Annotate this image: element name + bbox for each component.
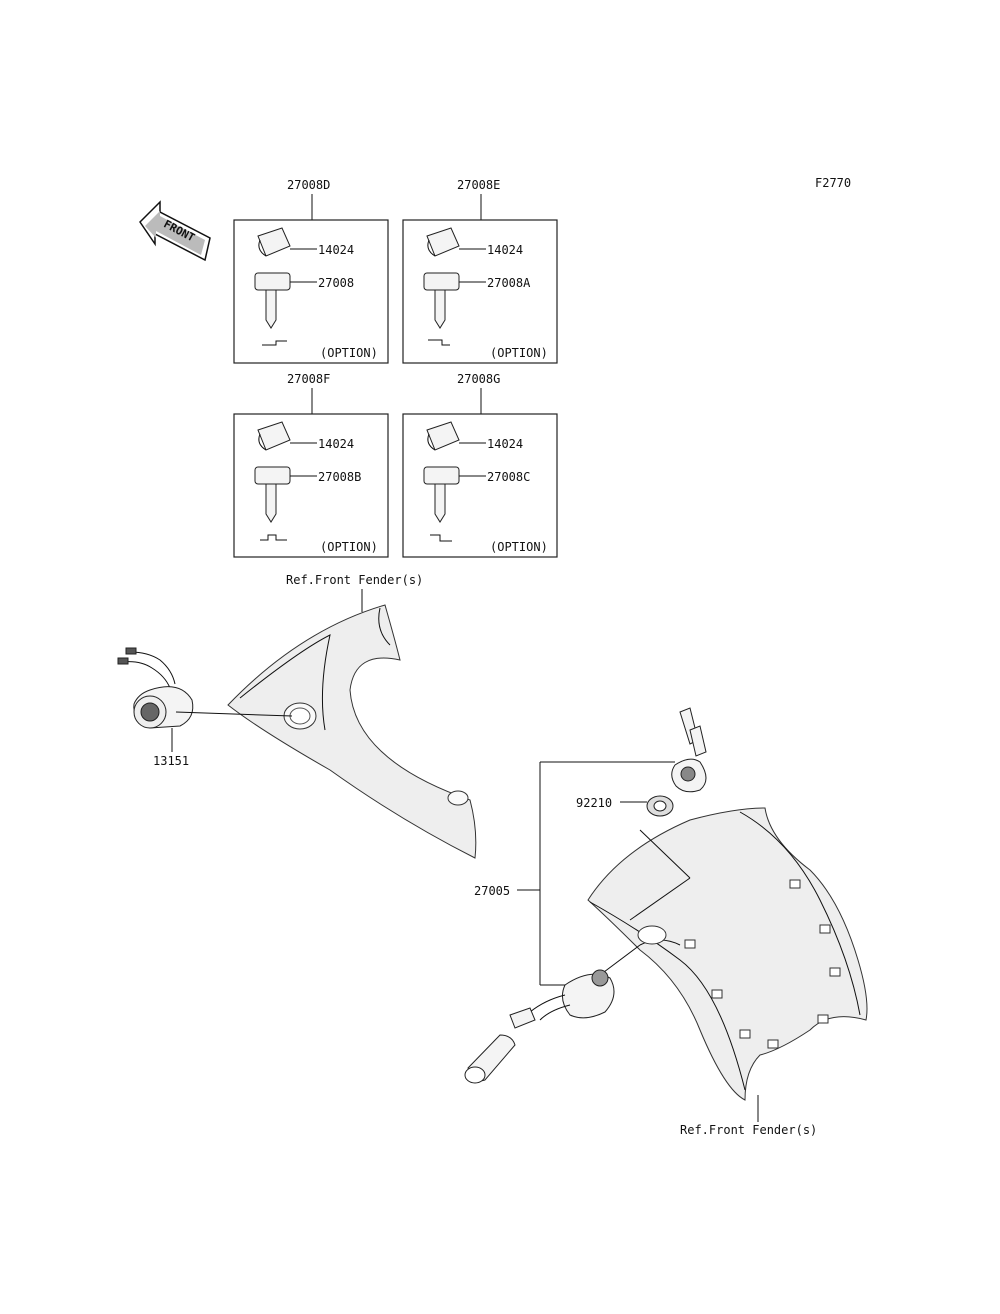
key-icon	[254, 466, 291, 485]
cap-part: 14024	[487, 243, 523, 257]
nut-92210	[620, 795, 674, 817]
cap-part: 14024	[487, 437, 523, 451]
kit-number: 27008G	[457, 372, 500, 386]
kit-27008D: 27008D 14024 27008 (OPTION)	[233, 178, 389, 364]
key-cap-icon	[426, 227, 460, 257]
front-arrow-icon: FRONT	[139, 200, 211, 262]
key-icon	[423, 272, 460, 291]
ignition-switch-body	[464, 969, 615, 1084]
key-part: 27008	[318, 276, 354, 290]
key-and-cylinder	[671, 707, 707, 793]
key-cap-icon	[426, 421, 460, 451]
kit-box	[402, 413, 558, 558]
option-note: (OPTION)	[490, 540, 548, 554]
key-part: 27008C	[487, 470, 530, 484]
key-cut-icon	[430, 534, 452, 542]
key-part: 27008A	[487, 276, 531, 290]
key-part: 27008B	[318, 470, 361, 484]
assembly-bracket	[517, 761, 675, 986]
key-cut-icon	[260, 534, 287, 541]
assembly-part: 27005	[474, 884, 510, 898]
kit-number: 27008E	[457, 178, 500, 192]
kit-number: 27008D	[287, 178, 330, 192]
ref-front-fender-bottom: Ref.Front Fender(s)	[680, 1123, 817, 1137]
kit-box	[233, 413, 389, 558]
front-fender-front	[587, 807, 868, 1101]
option-note: (OPTION)	[490, 346, 548, 360]
option-note: (OPTION)	[320, 346, 378, 360]
figure-code: F2770	[815, 176, 851, 190]
key-icon	[423, 466, 460, 485]
ref-front-fender-top: Ref.Front Fender(s)	[286, 573, 423, 587]
nut-part: 92210	[576, 796, 612, 810]
kit-number: 27008F	[287, 372, 330, 386]
kit-27008E: 27008E 14024 27008A (OPTION)	[402, 178, 558, 364]
cap-part: 14024	[318, 243, 354, 257]
front-fender-side-panel	[227, 604, 477, 859]
key-icon	[254, 272, 291, 291]
switch-part: 13151	[153, 754, 189, 768]
key-cap-icon	[257, 227, 291, 257]
ignition-switch-13151	[117, 647, 293, 752]
kit-box	[402, 219, 558, 364]
kit-27008F: 27008F 14024 27008B (OPTION)	[233, 372, 389, 558]
kit-box	[233, 219, 389, 364]
option-note: (OPTION)	[320, 540, 378, 554]
key-cap-icon	[257, 421, 291, 451]
key-cut-icon	[262, 340, 287, 346]
kit-27008G: 27008G 14024 27008C (OPTION)	[402, 372, 558, 558]
cap-part: 14024	[318, 437, 354, 451]
key-cut-icon	[428, 339, 450, 346]
